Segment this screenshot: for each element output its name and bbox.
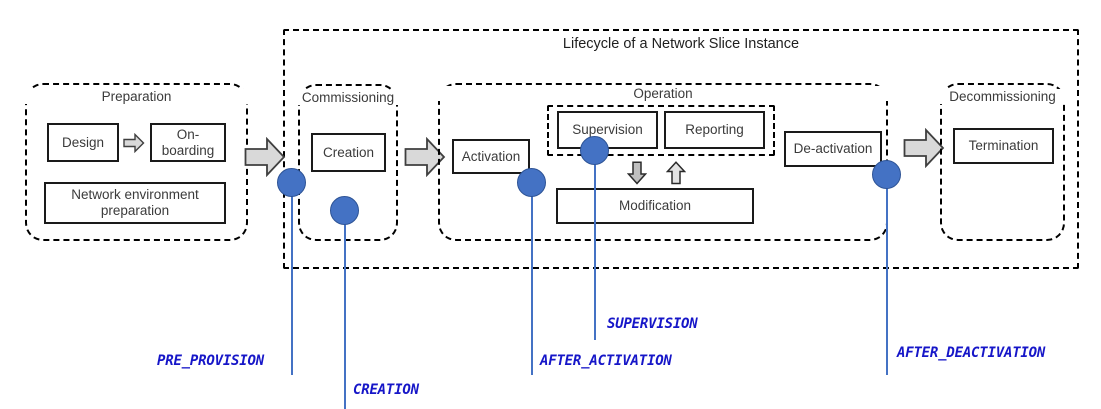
connector-line-pre-provision <box>291 182 293 375</box>
lifecycle-title: Lifecycle of a Network Slice Instance <box>562 36 800 52</box>
task-box-modification[interactable]: Modification <box>556 188 754 224</box>
monitoring-dashed-group <box>547 105 775 156</box>
phase-group-decommissioning <box>940 83 1065 241</box>
flow-arrow-icon-commissioning-to-operation <box>404 137 446 177</box>
state-dot-pre-provision[interactable] <box>277 168 306 197</box>
task-box-termination[interactable]: Termination <box>953 128 1054 164</box>
connector-line-supervision <box>594 150 596 340</box>
task-box-reporting[interactable]: Reporting <box>664 111 765 149</box>
state-dot-creation[interactable] <box>330 196 359 225</box>
flow-arrow-icon-operation-to-decommissioning <box>903 128 945 168</box>
phase-label-decommissioning: Decommissioning <box>936 89 1069 104</box>
annotation-label-after-activation: AFTER_ACTIVATION <box>540 353 672 369</box>
arrow-down-icon-to-modification <box>627 161 647 185</box>
connector-line-after-deactivation <box>886 174 888 375</box>
connector-line-after-activation <box>531 182 533 375</box>
task-box-activation[interactable]: Activation <box>452 139 530 174</box>
flow-arrow-icon-preparation-to-commissioning <box>244 137 286 177</box>
phase-label-preparation: Preparation <box>25 89 248 104</box>
annotation-label-after-deactivation: AFTER_DEACTIVATION <box>897 345 1046 361</box>
phase-label-commissioning: Commissioning <box>294 90 402 105</box>
arrow-up-icon-from-modification <box>666 161 686 185</box>
task-box-network-environment-preparation[interactable]: Network environment preparation <box>44 182 226 224</box>
task-box-creation[interactable]: Creation <box>311 133 386 172</box>
state-dot-after-activation[interactable] <box>517 168 546 197</box>
arrow-right-icon-design-to-onboarding <box>123 133 145 153</box>
state-dot-after-deactivation[interactable] <box>872 160 901 189</box>
task-box-design[interactable]: Design <box>47 123 119 162</box>
state-dot-supervision[interactable] <box>580 136 609 165</box>
annotation-label-creation: CREATION <box>353 382 419 398</box>
task-box-de-activation[interactable]: De-activation <box>784 131 882 167</box>
phase-group-commissioning <box>298 84 398 241</box>
annotation-label-supervision: SUPERVISION <box>607 316 698 332</box>
task-box-on-boarding[interactable]: On-boarding <box>150 123 226 162</box>
lifecycle-outer-box <box>283 29 1079 269</box>
connector-line-creation <box>344 210 346 409</box>
annotation-label-pre-provision: PRE_PROVISION <box>157 353 264 369</box>
phase-label-operation: Operation <box>438 86 888 101</box>
